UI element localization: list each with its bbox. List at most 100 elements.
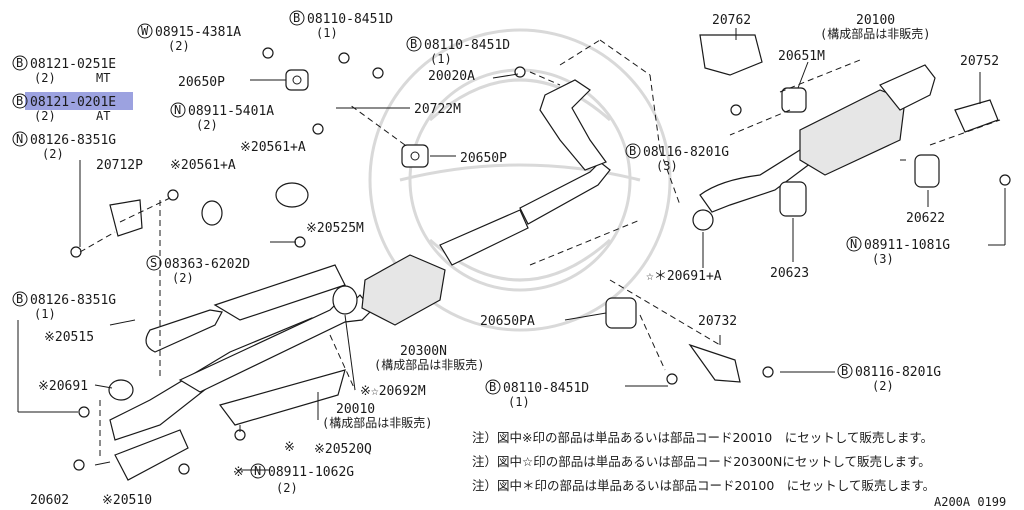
callout-b-08110-8451D-top[interactable]: B 08110-8451D (1) [289, 10, 393, 40]
label-20622[interactable]: 20622 [906, 211, 945, 226]
svg-text:08911-5401A: 08911-5401A [188, 104, 274, 119]
label-20520Q[interactable]: ※20520Q [314, 442, 372, 457]
clamp-20561A[interactable] [201, 182, 309, 226]
svg-text:B: B [293, 11, 300, 25]
hanger-20622[interactable] [914, 154, 940, 188]
label-20691A[interactable]: ☆＊20691+A [646, 269, 722, 284]
svg-text:08116-8201G: 08116-8201G [643, 145, 729, 160]
svg-text:※: ※ [233, 465, 244, 480]
label-20100[interactable]: 20100 [856, 13, 895, 28]
heat-shield-20525M[interactable] [213, 264, 346, 321]
heat-shield-20520Q[interactable] [218, 369, 346, 426]
hanger-20623[interactable] [779, 181, 807, 217]
label-20762[interactable]: 20762 [712, 13, 751, 28]
rear-muffler[interactable] [799, 64, 936, 176]
label-20712P[interactable]: 20712P [96, 158, 143, 173]
svg-text:N: N [16, 132, 23, 146]
callout-w-08915-4381A[interactable]: W 08915-4381A (2) [137, 23, 241, 53]
svg-text:B: B [16, 56, 23, 70]
svg-text:B: B [489, 380, 496, 394]
svg-text:08110-8451D: 08110-8451D [307, 12, 393, 27]
label-20752[interactable]: 20752 [960, 54, 999, 69]
gasket-20691A[interactable] [692, 209, 714, 231]
label-20650PA[interactable]: 20650PA [480, 314, 535, 329]
svg-text:B: B [629, 144, 636, 158]
svg-text:08911-1062G: 08911-1062G [268, 465, 354, 480]
leader-lines [17, 28, 1006, 471]
svg-text:(3): (3) [656, 159, 678, 173]
svg-text:08121-0251E: 08121-0251E [30, 57, 116, 72]
callout-b-08116-8201G-mid[interactable]: B 08116-8201G (3) [625, 143, 729, 173]
svg-text:08126-8351G: 08126-8351G [30, 293, 116, 308]
label-20722M[interactable]: 20722M [414, 102, 461, 117]
bracket-20712P[interactable] [109, 199, 143, 237]
label-20300N[interactable]: 20300N [400, 344, 447, 359]
label-20561A-lower[interactable]: ※20561+A [170, 158, 236, 173]
label-20650P-top[interactable]: 20650P [178, 75, 225, 90]
svg-text:B: B [16, 292, 23, 306]
svg-text:(1): (1) [508, 395, 530, 409]
svg-text:(2): (2) [168, 39, 190, 53]
callout-n-08126-8351G-top[interactable]: N 08126-8351G (2) [12, 131, 116, 161]
label-20100-note: (構成部品は非販売) [820, 26, 930, 41]
svg-text:08915-4381A: 08915-4381A [155, 25, 241, 40]
svg-text:08110-8451D: 08110-8451D [503, 381, 589, 396]
callout-n-08911-5401A[interactable]: N 08911-5401A (2) [170, 102, 274, 132]
callout-n-08911-1062G[interactable]: ※ N 08911-1062G (2) [233, 463, 354, 495]
hanger-20650PA[interactable] [605, 297, 637, 329]
svg-text:MT: MT [96, 71, 110, 85]
bracket-20762[interactable] [699, 34, 763, 76]
label-20692M[interactable]: ※☆20692M [360, 384, 426, 399]
callout-b-08126-8351G-left[interactable]: B 08126-8351G (1) [12, 291, 116, 321]
callout-s-08363-6202D[interactable]: S 08363-6202D (2) [146, 255, 250, 285]
label-bolt-mark: ※ [284, 440, 295, 455]
svg-text:W: W [141, 24, 149, 38]
bracket-20732[interactable] [688, 343, 741, 383]
label-20525M[interactable]: ※20525M [306, 221, 364, 236]
callout-b-08110-8451D-right[interactable]: B 08110-8451D (1) [406, 36, 510, 66]
label-20515[interactable]: ※20515 [44, 330, 94, 345]
svg-text:B: B [841, 364, 848, 378]
svg-text:(2): (2) [276, 481, 298, 495]
note-line-3: 注）図中＊印の部品は単品あるいは部品コード20100 にセットして販売します。 [472, 478, 935, 493]
label-20300N-note: (構成部品は非販売) [374, 357, 484, 372]
svg-text:N: N [254, 464, 261, 478]
label-20561A-upper[interactable]: ※20561+A [240, 140, 306, 155]
label-20623[interactable]: 20623 [770, 266, 809, 281]
callout-n-08911-1081G[interactable]: N 08911-1081G (3) [846, 236, 950, 266]
callout-b-08121-0201E[interactable]: B 08121-0201E (2) AT [12, 93, 116, 123]
label-20691[interactable]: ※20691 [38, 379, 88, 394]
svg-text:(1): (1) [34, 307, 56, 321]
svg-text:08911-1081G: 08911-1081G [864, 238, 950, 253]
callout-b-08110-8451D-bottom[interactable]: B 08110-8451D (1) [485, 379, 589, 409]
label-20602[interactable]: 20602 [30, 493, 69, 508]
bracket-20752[interactable] [954, 99, 999, 133]
svg-text:(1): (1) [430, 52, 452, 66]
heat-shield-20510[interactable] [114, 429, 189, 481]
label-20020A[interactable]: 20020A [428, 69, 475, 84]
callout-b-08121-0251E[interactable]: B 08121-0251E (2) MT [12, 55, 116, 85]
label-20010[interactable]: 20010 [336, 402, 375, 417]
svg-text:(3): (3) [872, 252, 894, 266]
label-20650P-mid[interactable]: 20650P [460, 151, 507, 166]
svg-text:N: N [850, 237, 857, 251]
svg-text:AT: AT [96, 109, 110, 123]
label-20510[interactable]: ※20510 [102, 493, 152, 508]
svg-text:08126-8351G: 08126-8351G [30, 133, 116, 148]
callout-b-08116-8201G-bottom[interactable]: B 08116-8201G (2) [837, 363, 941, 393]
gasket-20691[interactable] [108, 379, 134, 401]
hanger-20651M[interactable] [781, 87, 807, 113]
label-20651M[interactable]: 20651M [778, 49, 825, 64]
note-line-1: 注）図中※印の部品は単品あるいは部品コード20010 にセットして販売します。 [472, 430, 933, 445]
svg-text:08363-6202D: 08363-6202D [164, 257, 250, 272]
gasket-20692M[interactable] [332, 285, 358, 315]
selected-part-highlight [25, 92, 133, 110]
center-muffler[interactable] [361, 254, 446, 326]
label-20010-note: (構成部品は非販売) [322, 415, 432, 430]
svg-text:S: S [150, 256, 157, 270]
hanger-20650P-mid[interactable] [401, 144, 429, 168]
label-20732[interactable]: 20732 [698, 314, 737, 329]
svg-text:(2): (2) [34, 71, 56, 85]
hanger-20650P-top[interactable] [285, 69, 309, 91]
